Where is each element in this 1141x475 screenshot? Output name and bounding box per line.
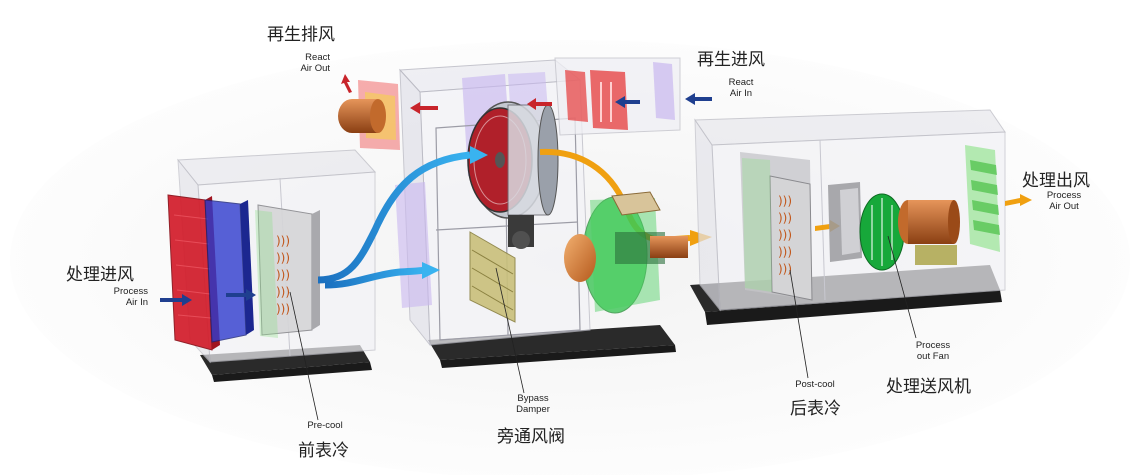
svg-text:))): ))) bbox=[778, 211, 792, 225]
bypass-label-en: Bypass Damper bbox=[516, 393, 550, 415]
svg-text:))): ))) bbox=[778, 194, 792, 208]
svg-text:))): ))) bbox=[276, 251, 290, 265]
right-module: ))) ))) ))) ))) ))) bbox=[690, 109, 1032, 325]
postcool-leader bbox=[789, 269, 809, 379]
bypass-label-cn: 旁通风阀 bbox=[497, 427, 565, 447]
process-fan-label-cn: 处理送风机 bbox=[886, 377, 971, 397]
svg-text:))): ))) bbox=[778, 245, 792, 259]
leader-lines bbox=[289, 235, 917, 421]
fan-leader bbox=[887, 235, 917, 339]
svg-text:))): ))) bbox=[778, 228, 792, 242]
bypass-leader bbox=[495, 267, 525, 394]
postcool-label-cn: 后表冷 bbox=[790, 399, 841, 419]
svg-text:))): ))) bbox=[778, 262, 792, 276]
precool-leader bbox=[289, 291, 319, 421]
process-intake-label-cn: 处理进风 bbox=[66, 265, 134, 285]
postcool-label-en: Post-cool bbox=[795, 379, 835, 390]
process-outlet-label-cn: 处理出风 bbox=[1022, 171, 1090, 191]
left-module: ))) ))) ))) ))) ))) bbox=[160, 149, 377, 382]
precool-label-en: Pre-cool bbox=[307, 420, 343, 431]
regen-intake-label-en: React Air In bbox=[728, 77, 754, 99]
process-fan-label-en: Process out Fan bbox=[915, 340, 951, 362]
precool-label-cn: 前表冷 bbox=[298, 441, 349, 461]
svg-text:))): ))) bbox=[276, 234, 290, 248]
process-intake-label-en: Process Air In bbox=[113, 286, 148, 308]
regen-intake-label-cn: 再生进风 bbox=[697, 50, 765, 70]
regen-exhaust-label-cn: 再生排风 bbox=[267, 25, 335, 45]
svg-text:))): ))) bbox=[276, 268, 290, 282]
process-outlet-label-en: Process Air Out bbox=[1046, 190, 1082, 212]
svg-text:))): ))) bbox=[276, 302, 290, 316]
svg-text:))): ))) bbox=[276, 285, 290, 299]
middle-module bbox=[317, 57, 712, 368]
regen-exhaust-label-en: React Air Out bbox=[300, 52, 330, 74]
